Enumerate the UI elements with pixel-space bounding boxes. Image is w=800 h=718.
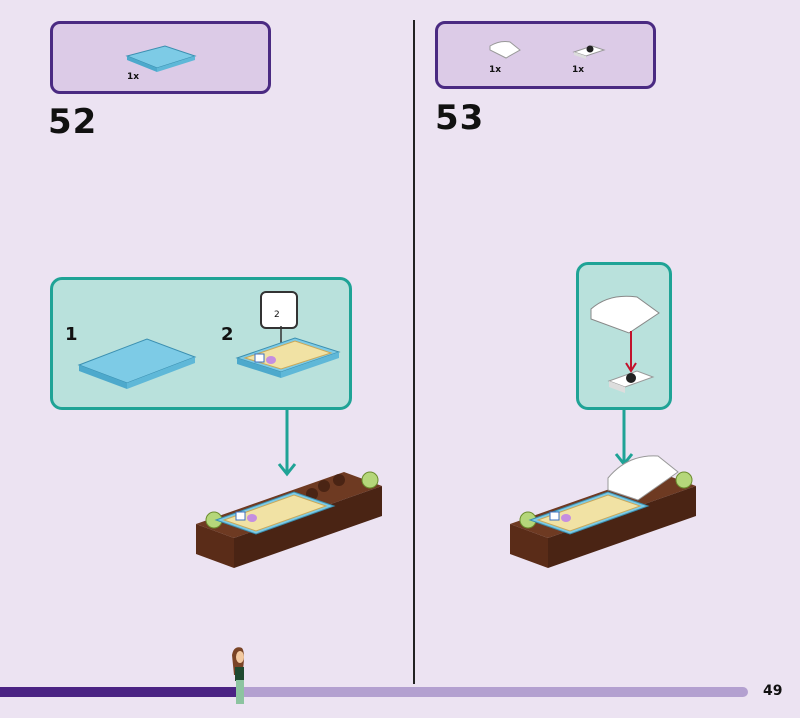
substep-number: 1 [65, 324, 78, 345]
tile-with-sticker-icon [235, 326, 341, 378]
part-quantity: 1x [489, 65, 502, 75]
substep-number: 2 [221, 324, 234, 345]
sticker-reference-badge: 2 [260, 291, 298, 329]
white-jumper-plate-icon [572, 45, 606, 59]
light-blue-tile-icon [125, 45, 197, 72]
slope-attach-diagram [590, 295, 660, 393]
part-quantity: 1x [127, 72, 140, 82]
bed-assembly-model [196, 471, 382, 568]
substep-callout [576, 262, 672, 410]
step-divider [413, 20, 415, 684]
progress-fill [0, 687, 240, 697]
step-number: 52 [48, 102, 98, 142]
parts-list-step-53: 1x 1x [435, 21, 656, 89]
white-curved-slope-icon [489, 41, 521, 59]
page-number: 49 [763, 683, 783, 699]
parts-list-step-52: 1x [50, 21, 271, 94]
light-blue-tile-icon [77, 338, 197, 389]
progress-track [0, 687, 748, 697]
sticker-number: 2 [274, 310, 280, 320]
part-quantity: 1x [572, 65, 585, 75]
bed-with-slope-model [510, 455, 696, 568]
substep-callout: 1 2 2 [50, 277, 352, 410]
minifigure-progress-marker-icon [232, 647, 244, 704]
arrow-down-icon [277, 410, 297, 477]
step-number: 53 [435, 98, 485, 138]
